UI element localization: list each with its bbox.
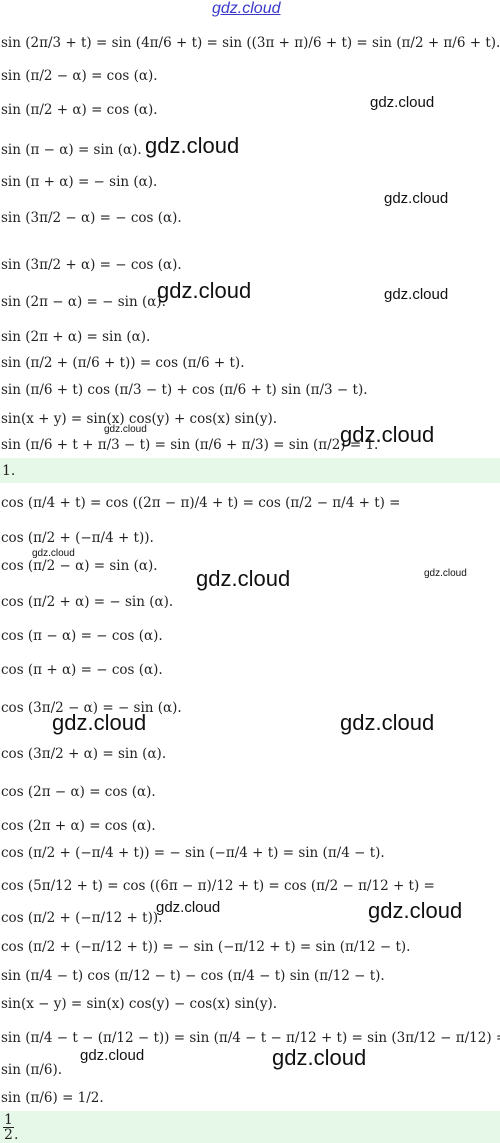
equation-line: cos (π/2 + (−π/12 + t)) = − sin (−π/12 +… [1, 939, 411, 955]
equation-line: sin (π/6 + t + π/3 − t) = sin (π/6 + π/3… [1, 437, 379, 453]
equation-line: cos (π/2 + α) = − sin (α). [1, 594, 174, 610]
equation-line: cos (π/2 − α) = sin (α). [1, 558, 158, 574]
equation-line: sin (2π/3 + t) = sin (4π/6 + t) = sin ((… [1, 35, 500, 51]
equation-line: sin (π/6) = 1/2. [1, 1090, 104, 1106]
equation-line: cos (3π/2 + α) = sin (α). [1, 746, 167, 762]
equation-line: sin (π/2 + (π/6 + t)) = cos (π/6 + t). [1, 355, 245, 371]
watermark: gdz.cloud [156, 899, 221, 916]
equation-line: cos (π/2 + (−π/12 + t)). [1, 910, 163, 926]
equation-line: cos (π/2 + (−π/4 + t)) = − sin (−π/4 + t… [1, 845, 385, 861]
watermark: gdz.cloud [340, 710, 435, 735]
watermark: gdz.cloud [145, 133, 240, 158]
equation-line: sin (2π + α) = sin (α). [1, 329, 151, 345]
equation-line: sin(x + y) = sin(x) cos(y) + cos(x) sin(… [1, 411, 277, 427]
answer-1: 1. [2, 463, 16, 479]
watermark: gdz.cloud [370, 94, 435, 111]
equation-line: sin (π + α) = − sin (α). [1, 174, 158, 190]
watermark: gdz.cloud [368, 898, 463, 923]
equation-line: sin (π/2 + α) = cos (α). [1, 102, 158, 118]
equation-line: cos (π/2 + (−π/4 + t)). [1, 530, 154, 546]
watermark: gdz.cloud [272, 1045, 367, 1070]
equation-line: sin(x − y) = sin(x) cos(y) − cos(x) sin(… [1, 996, 277, 1012]
watermark: gdz.cloud [424, 568, 467, 579]
equation-line: sin (3π/2 + α) = − cos (α). [1, 257, 182, 273]
equation-line: sin (π/2 − α) = cos (α). [1, 68, 158, 84]
equation-line: cos (π − α) = − cos (α). [1, 628, 163, 644]
answer-band [0, 1111, 500, 1143]
watermark: gdz.cloud [80, 1047, 145, 1064]
watermark: gdz.cloud [196, 566, 291, 591]
watermark: gdz.cloud [157, 278, 252, 303]
answer-band [0, 458, 500, 483]
equation-line: cos (π + α) = − cos (α). [1, 662, 163, 678]
equation-line: sin (π/6). [1, 1062, 63, 1078]
watermark: gdz.cloud [340, 422, 435, 447]
equation-line: cos (5π/12 + t) = cos ((6π − π)/12 + t) … [1, 878, 435, 894]
equation-line: sin (2π − α) = − sin (α). [1, 294, 166, 310]
answer-2-period: . [14, 1127, 19, 1143]
equation-line: sin (3π/2 − α) = − cos (α). [1, 210, 182, 226]
watermark: gdz.cloud [384, 286, 449, 303]
watermark: gdz.cloud [104, 424, 147, 435]
answer-2-numerator: 1 [3, 1112, 14, 1128]
equation-line: sin (π/6 + t) cos (π/3 − t) + cos (π/6 +… [1, 382, 368, 398]
equation-line: sin (π/4 − t) cos (π/12 − t) − cos (π/4 … [1, 968, 385, 984]
equation-line: sin (π − α) = sin (α). [1, 142, 142, 158]
watermark: gdz.cloud [52, 710, 147, 735]
watermark: gdz.cloud [384, 190, 449, 207]
equation-line: cos (3π/2 − α) = − sin (α). [1, 700, 182, 716]
answer-2: 1 2 [3, 1113, 14, 1142]
equation-line: cos (2π − α) = cos (α). [1, 784, 156, 800]
equation-line: sin (π/4 − t − (π/12 − t)) = sin (π/4 − … [1, 1030, 500, 1046]
equation-line: cos (π/4 + t) = cos ((2π − π)/4 + t) = c… [1, 495, 401, 511]
equation-line: cos (2π + α) = cos (α). [1, 818, 156, 834]
answer-2-denominator: 2 [4, 1127, 13, 1143]
watermark-top: gdz.cloud [212, 0, 281, 17]
watermark: gdz.cloud [32, 548, 75, 559]
